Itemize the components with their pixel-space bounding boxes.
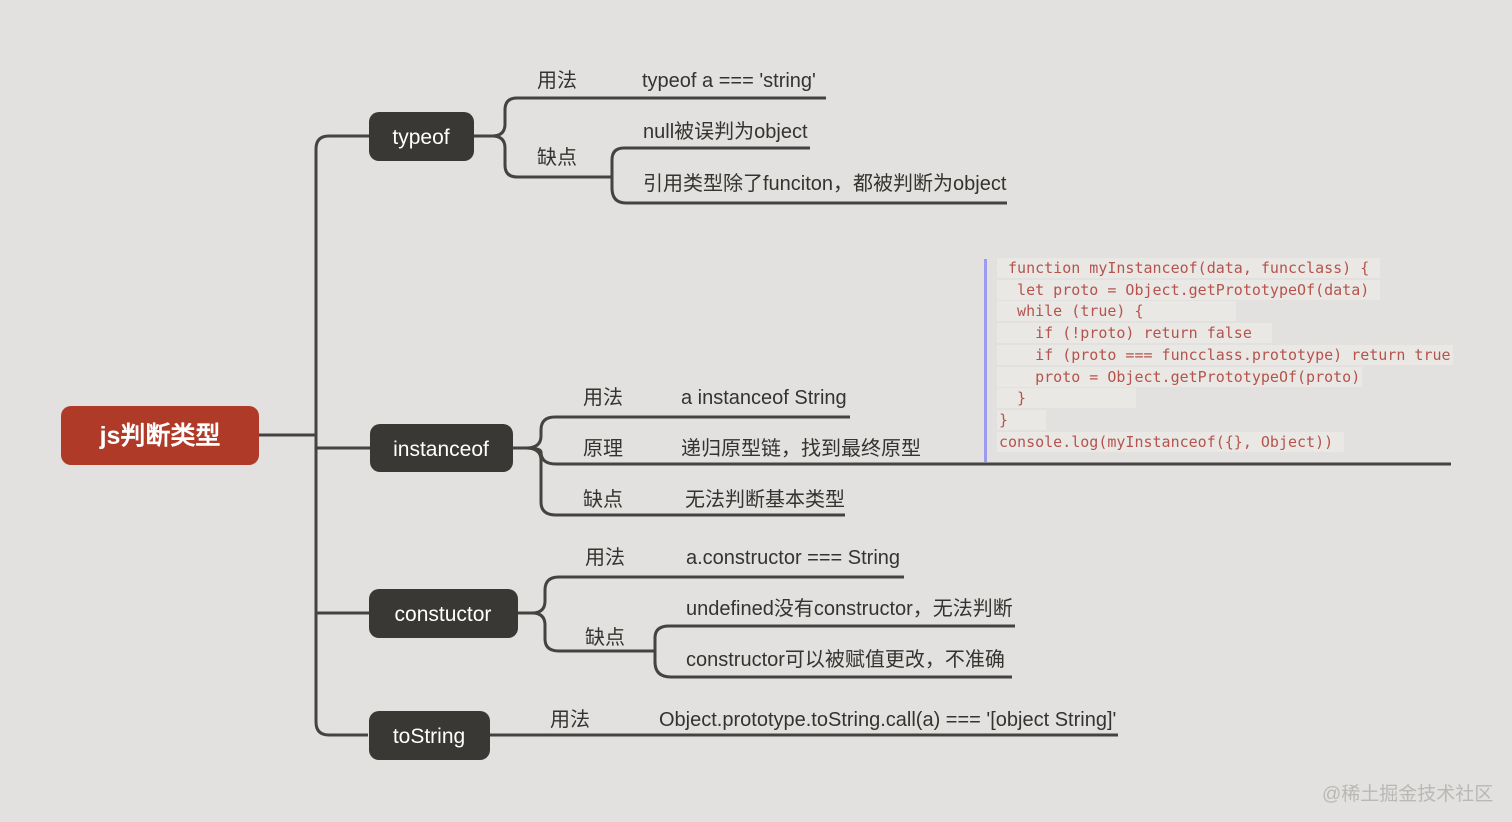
node-tostring[interactable]: toString xyxy=(369,711,490,760)
instanceof-drawback-content[interactable]: 无法判断基本类型 xyxy=(685,488,845,511)
node-typeof[interactable]: typeof xyxy=(369,112,474,161)
typeof-drawback-reference[interactable]: 引用类型除了funciton，都被判断为object xyxy=(643,172,1007,195)
typeof-usage-content[interactable]: typeof a === 'string' xyxy=(642,70,816,92)
constuctor-drawback-label[interactable]: 缺点 xyxy=(585,626,625,649)
constuctor-usage-label[interactable]: 用法 xyxy=(585,546,625,569)
code-block[interactable]: function myInstanceof(data, funcclass) {… xyxy=(997,258,1453,453)
connector-lines xyxy=(259,96,1451,737)
node-constuctor-label: constuctor xyxy=(395,603,492,626)
node-instanceof-box[interactable] xyxy=(370,424,513,472)
node-typeof-label: typeof xyxy=(392,126,449,149)
node-tostring-box[interactable] xyxy=(369,711,490,760)
link-typeof-drawbacks xyxy=(474,134,1007,205)
instanceof-drawback-label[interactable]: 缺点 xyxy=(583,488,623,511)
code-block-accent-bar xyxy=(984,259,987,462)
tostring-usage-label[interactable]: 用法 xyxy=(550,708,590,731)
link-constuctor-drawbacks xyxy=(518,611,1015,679)
code-line: console.log(myInstanceof({}, Object)) xyxy=(997,431,1345,452)
code-line: function myInstanceof(data, funcclass) { xyxy=(997,258,1381,278)
constuctor-drawback-reassign[interactable]: constructor可以被赋值更改，不准确 xyxy=(686,648,1005,671)
instanceof-usage-label[interactable]: 用法 xyxy=(583,386,623,409)
instanceof-principle-label[interactable]: 原理 xyxy=(583,438,623,460)
tostring-usage-content[interactable]: Object.prototype.toString.call(a) === '[… xyxy=(659,709,1116,731)
node-root-label: js判断类型 xyxy=(99,421,221,450)
constuctor-drawback-undefined[interactable]: undefined没有constructor，无法判断 xyxy=(686,597,1013,620)
code-line: if (proto === funcclass.prototype) retur… xyxy=(997,344,1453,365)
node-instanceof-label: instanceof xyxy=(393,438,489,461)
node-root-box[interactable] xyxy=(61,406,259,465)
typeof-drawback-label[interactable]: 缺点 xyxy=(537,146,577,169)
node-typeof-box[interactable] xyxy=(369,112,474,161)
link-trunk xyxy=(314,134,369,737)
node-constuctor[interactable]: constuctor xyxy=(369,589,518,638)
node-root[interactable]: js判断类型 xyxy=(61,406,259,465)
instanceof-principle-content[interactable]: 递归原型链，找到最终原型 xyxy=(681,437,921,460)
instanceof-usage-content[interactable]: a instanceof String xyxy=(681,387,847,409)
code-line: if (!proto) return false xyxy=(997,323,1272,344)
code-line: let proto = Object.getPrototypeOf(data) xyxy=(997,279,1381,300)
code-line: } xyxy=(997,388,1137,409)
constuctor-usage-content[interactable]: a.constructor === String xyxy=(686,547,900,569)
typeof-drawback-null[interactable]: null被误判为object xyxy=(643,120,808,143)
node-instanceof[interactable]: instanceof xyxy=(370,424,513,472)
code-line: } xyxy=(997,409,1047,430)
code-line: proto = Object.getPrototypeOf(proto) xyxy=(997,366,1363,387)
typeof-usage-label[interactable]: 用法 xyxy=(537,69,577,92)
link-instanceof-drawback xyxy=(525,446,845,517)
code-line: while (true) { xyxy=(997,301,1236,322)
node-tostring-label: toString xyxy=(393,725,465,748)
node-constuctor-box[interactable] xyxy=(369,589,518,638)
watermark: @稀土掘金技术社区 xyxy=(1322,784,1494,805)
